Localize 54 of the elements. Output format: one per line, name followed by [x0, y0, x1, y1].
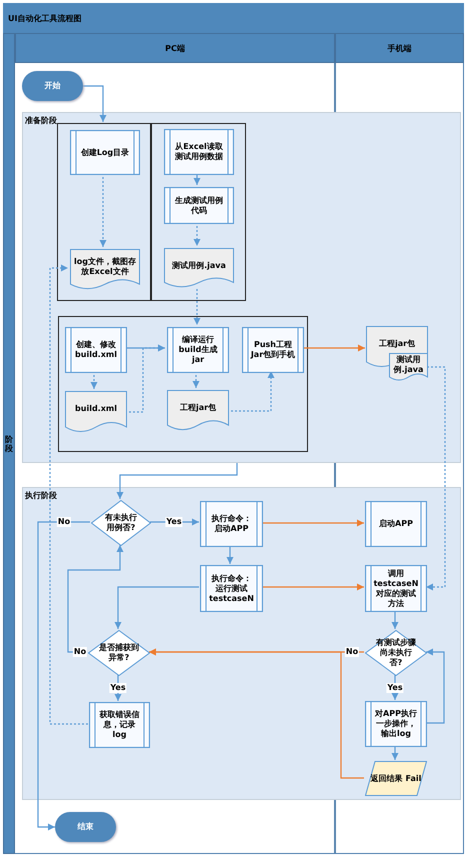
document-shape: 测试用例.java [389, 353, 428, 383]
arrow [262, 520, 364, 526]
edge-label: Yes [165, 517, 183, 527]
arrow [49, 264, 88, 725]
decision-diamond: 有未执行用例否? [91, 500, 151, 546]
group-frame [58, 316, 308, 452]
process-box: 从Excel读取测试用例数据 [164, 129, 234, 175]
edge-label: No [72, 647, 88, 657]
edge-label: Yes [386, 683, 404, 693]
arrow [392, 746, 398, 760]
title-bar: UI自动化工具流程图 [3, 3, 464, 33]
phase-band [22, 487, 461, 800]
arrow [194, 289, 200, 325]
arrow [426, 366, 446, 590]
arrow [83, 85, 106, 122]
lane-header: 手机端 [335, 33, 464, 63]
arrow [116, 463, 238, 499]
process-box: 执行命令：运行测试testcaseN [200, 565, 263, 612]
group-frame [151, 123, 246, 301]
terminator-pill: 开始 [22, 71, 83, 101]
process-box: 创建、修改build.xml [65, 327, 127, 373]
process-box: 执行命令：启动APP [200, 501, 263, 547]
arrow [114, 586, 199, 629]
process-box: 编译运行build生成jar [167, 327, 229, 373]
process-box: Push工程Jar包到手机 [242, 327, 304, 373]
process-box: 获取错误信息，记录log [89, 702, 150, 748]
edge-label: No [344, 647, 360, 657]
arrow [392, 611, 398, 629]
process-box: 调用testcaseN对应的测试方法 [365, 565, 427, 612]
arrow [125, 344, 165, 352]
arrow [226, 546, 234, 564]
edge-label: No [56, 517, 72, 527]
edge-label: Yes [109, 683, 127, 693]
decision-diamond: 是否捕获到异常? [88, 630, 150, 676]
arrow [149, 648, 364, 779]
data-parallelogram: 返回结果 Fail [365, 761, 427, 796]
arrow [426, 648, 445, 724]
terminator-pill: 结束 [55, 812, 116, 842]
process-box: 对APP执行一步操作，输出log [365, 701, 427, 747]
lane-header: PC端 [15, 33, 335, 63]
lane-header: 阶段 [3, 33, 15, 854]
process-box: 创建Log目录 [70, 130, 140, 175]
phase-label: 执行阶段 [25, 490, 57, 501]
phase-band [22, 112, 461, 463]
arrow [194, 173, 200, 185]
phase-label: 准备阶段 [25, 115, 57, 126]
process-box: 启动APP [365, 501, 427, 547]
arrow [262, 584, 364, 590]
arrow [67, 545, 124, 653]
decision-diamond: 有测试步骤尚未执行否? [365, 630, 427, 676]
group-frame [57, 123, 151, 301]
process-box: 生成测试用例代码 [164, 187, 234, 224]
arrow [37, 521, 90, 830]
arrow [302, 344, 365, 352]
